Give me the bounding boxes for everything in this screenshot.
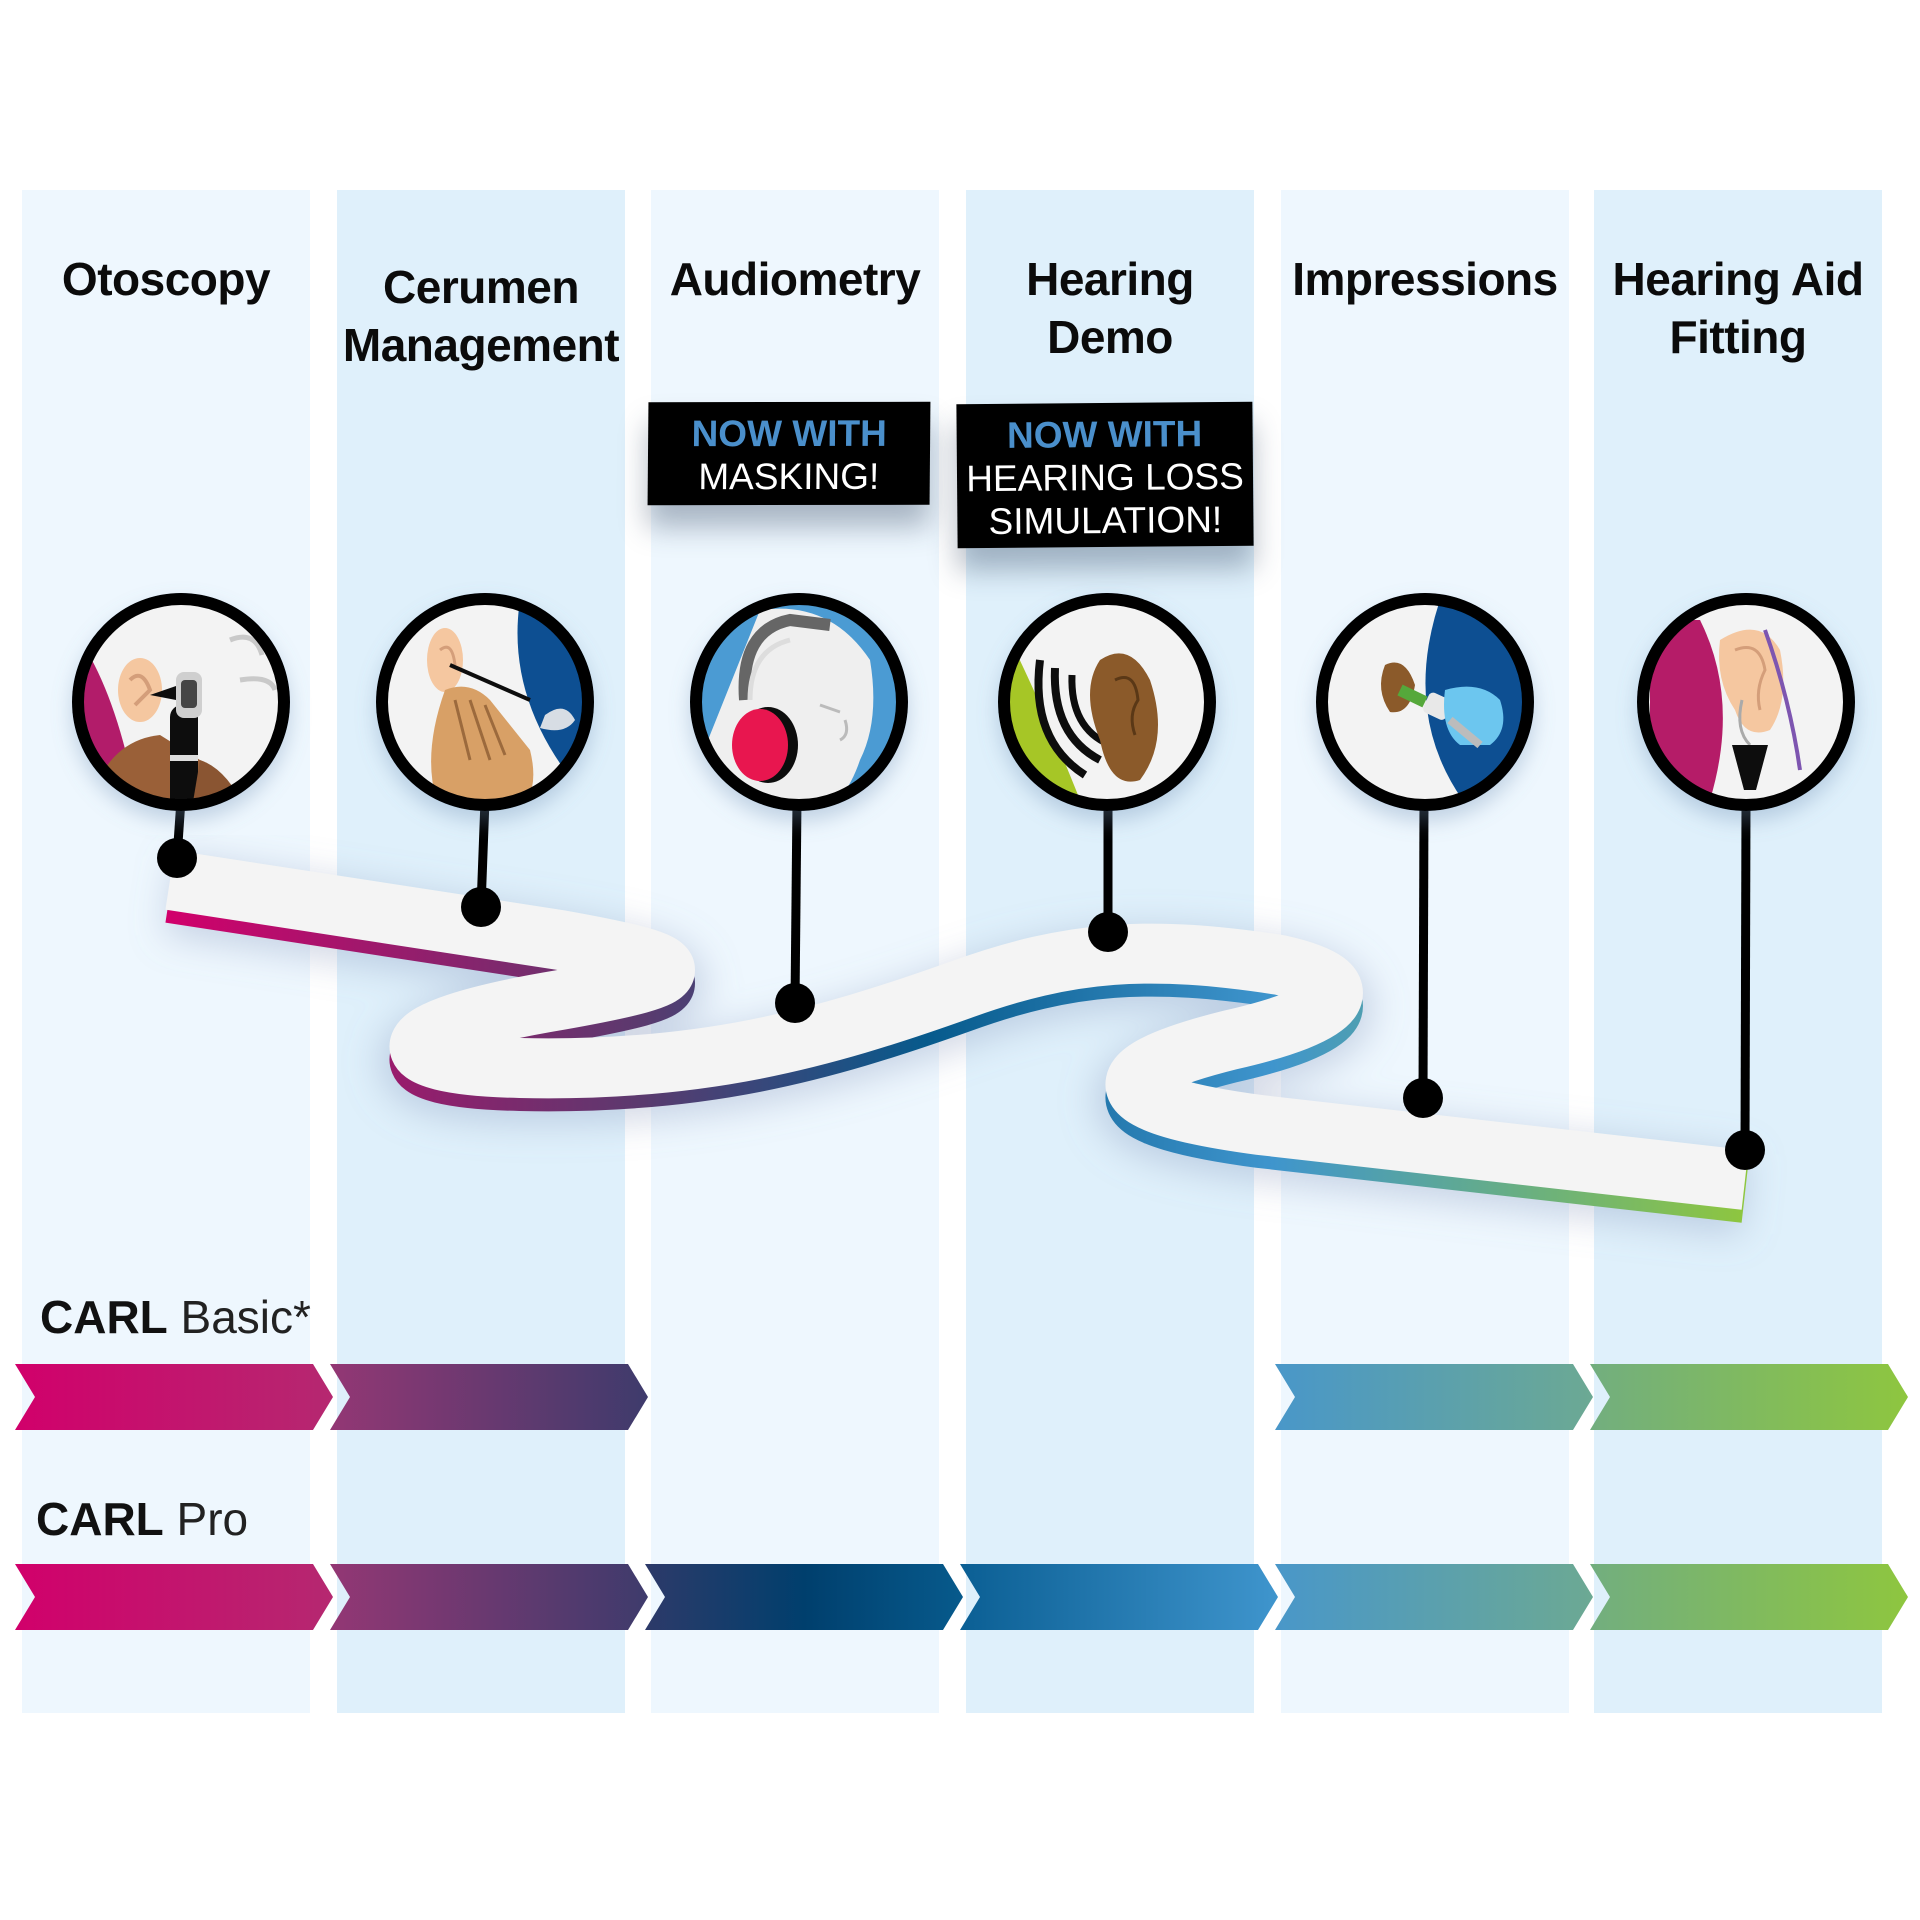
badge-highlight: NOW WITH: [691, 412, 887, 455]
chevron-pro-otoscopy: [15, 1564, 333, 1630]
step-heading: Cerumen Management: [342, 261, 620, 371]
pin-dot: [1088, 912, 1128, 952]
plan-name: Pro: [176, 1493, 249, 1545]
badge-highlight: NOW WITH: [1006, 413, 1203, 456]
step-pin-audiometry: [775, 799, 815, 1023]
step-pin-cerumen-management: [461, 799, 501, 927]
step-column-otoscopy: [22, 190, 310, 1713]
road: [163, 850, 1750, 1235]
plan-name: Basic*: [180, 1291, 311, 1343]
badge-hearing-loss-simulation: NOW WITH HEARING LOSS SIMULATION!: [956, 401, 1254, 549]
pin-dot: [1403, 1078, 1443, 1118]
chevron-basic-hearing-aid-fitting: [1590, 1364, 1908, 1430]
step-heading: Impressions: [1292, 253, 1558, 305]
pin-dot: [1725, 1130, 1765, 1170]
plan-chevrons: [15, 1364, 1908, 1630]
pin-dot: [461, 887, 501, 927]
plan-brand: CARL: [36, 1493, 164, 1545]
step-heading: Hearing Aid Fitting: [1612, 253, 1864, 363]
chevron-pro-cerumen-management: [330, 1564, 648, 1630]
plan-brand: CARL: [40, 1291, 168, 1343]
step-pin-impressions: [1403, 799, 1443, 1118]
step-column-hearing-aid-fitting: [1594, 190, 1882, 1713]
plan-label-basic: CARL Basic*: [40, 1290, 311, 1344]
plan-label-pro: CARL Pro: [36, 1492, 248, 1546]
chevron-basic-cerumen-management: [330, 1364, 648, 1430]
chevron-pro-hearing-aid-fitting: [1590, 1564, 1908, 1630]
badge-masking: NOW WITH MASKING!: [647, 401, 931, 506]
otoscope-ear-icon: [72, 593, 290, 811]
ear-soundwave-icon: [998, 593, 1216, 811]
step-pin-hearing-demo: [1088, 800, 1128, 952]
headphones-head-icon: [690, 593, 908, 811]
step-heading: Otoscopy: [61, 253, 271, 305]
pin-dot: [157, 838, 197, 878]
pin-dot: [775, 983, 815, 1023]
chevron-pro-hearing-demo: [960, 1564, 1278, 1630]
chevron-basic-otoscopy: [15, 1364, 333, 1430]
hearing-aid-ear-icon: [1637, 593, 1855, 811]
road-surface: [165, 850, 1749, 1210]
step-heading: Hearing Demo: [1026, 253, 1194, 363]
badge-text: MASKING!: [698, 455, 880, 498]
chevron-basic-impressions: [1275, 1364, 1593, 1430]
step-pin-hearing-aid-fitting: [1725, 799, 1765, 1170]
badge-text: HEARING LOSS SIMULATION!: [966, 455, 1244, 543]
chevron-pro-audiometry: [645, 1564, 963, 1630]
chevron-pro-impressions: [1275, 1564, 1593, 1630]
ear-impression-syringe-icon: [1316, 593, 1534, 811]
step-heading: Audiometry: [669, 253, 921, 305]
step-pin-otoscopy: [157, 799, 197, 878]
ear-curette-icon: [376, 593, 594, 811]
